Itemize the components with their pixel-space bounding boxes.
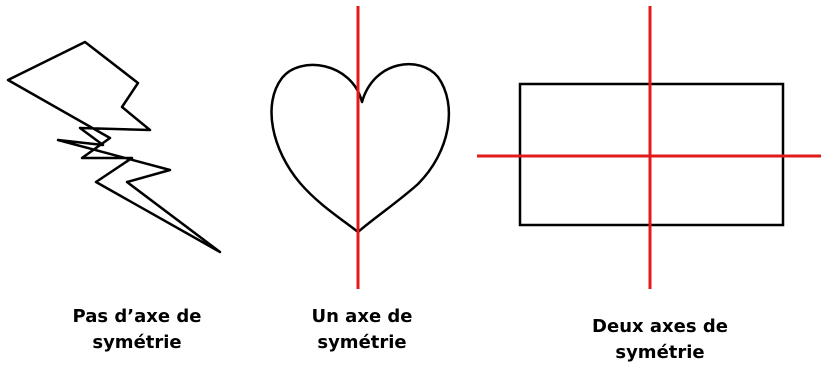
figure-lightning-bolt <box>6 40 222 254</box>
caption-line: symétrie <box>317 332 407 353</box>
figure-heart <box>270 6 451 289</box>
caption-no-axis: Pas d’axe de symétrie <box>52 304 222 356</box>
figure-rectangle <box>477 6 821 289</box>
heart-shape <box>270 62 451 234</box>
caption-two-axes: Deux axes de symétrie <box>575 314 745 366</box>
caption-line: Un axe de <box>311 306 413 327</box>
caption-line: symétrie <box>615 342 705 363</box>
caption-one-axis: Un axe de symétrie <box>282 304 442 356</box>
lightning-bolt-shape <box>6 40 222 254</box>
caption-line: Pas d’axe de <box>72 306 202 327</box>
caption-line: symétrie <box>92 332 182 353</box>
caption-line: Deux axes de <box>592 316 728 337</box>
